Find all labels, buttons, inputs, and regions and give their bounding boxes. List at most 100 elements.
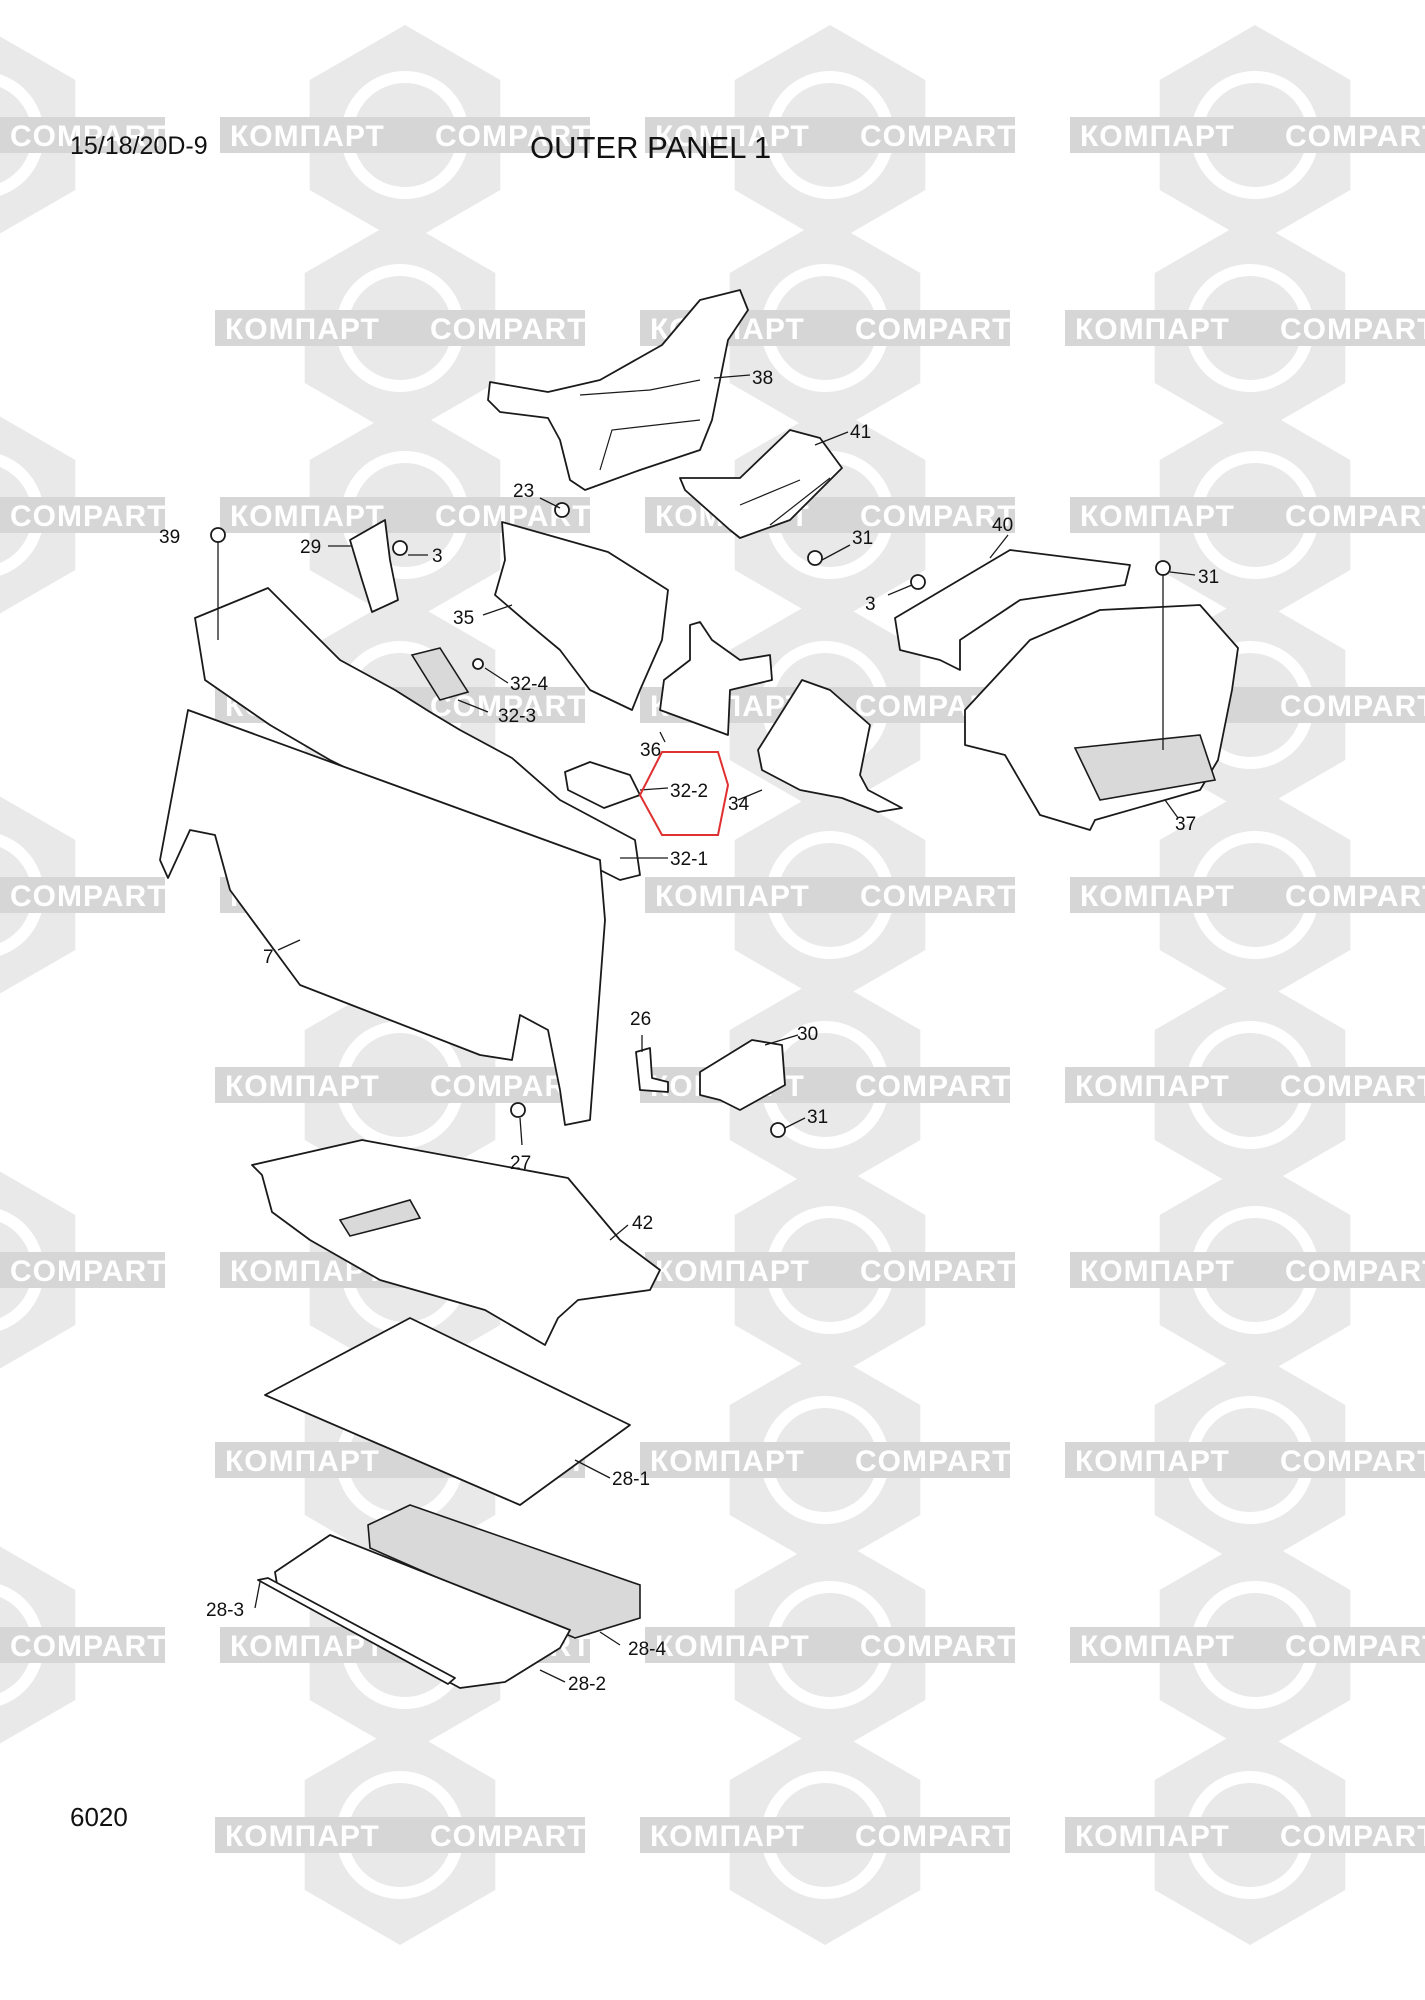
watermark-text-cyrillic-26: КОМПАРТ [225, 1445, 380, 1478]
callout-labels: 38 41 23 39 29 3 31 40 3 31 35 32-4 32-3… [159, 368, 1219, 1695]
watermark-text-cyrillic-27: КОМПАРТ [650, 1445, 805, 1478]
leader-40 [989, 534, 1009, 559]
watermark-band-5 [215, 310, 585, 346]
watermark-band-2 [220, 117, 590, 153]
watermark-text-latin-21: COMPART [1280, 1070, 1425, 1103]
callout-32-3: 32-3 [498, 706, 536, 727]
watermark-text-latin-27: COMPART [855, 1445, 1011, 1478]
watermark-text-cyrillic-18: КОМПАРТ [1080, 880, 1235, 913]
watermark-text-latin-17: COMPART [860, 880, 1016, 913]
watermark-text-latin-10: COMPART [860, 500, 1016, 533]
watermark-band-7 [1065, 310, 1425, 346]
callout-32-1: 32-1 [670, 849, 708, 870]
watermark-band-25 [1070, 1252, 1425, 1288]
watermark-text-cyrillic-24: КОМПАРТ [655, 1255, 810, 1288]
leader-32-2 [639, 787, 669, 791]
part-41-detail [739, 477, 831, 526]
callout-31-bottom: 31 [807, 1107, 828, 1128]
watermark-text-latin-5: COMPART [430, 313, 586, 346]
leader-38 [713, 374, 751, 379]
watermark-band-35 [1065, 1817, 1425, 1853]
watermark-text-cyrillic-35: КОМПАРТ [1075, 1820, 1230, 1853]
bolt-27 [510, 1102, 526, 1118]
callout-38: 38 [752, 368, 773, 389]
watermark-band-4 [1070, 117, 1425, 153]
part-30-bracket [699, 1039, 786, 1111]
callout-39: 39 [159, 527, 180, 548]
callout-31-top: 31 [852, 528, 873, 549]
watermark-text-latin-1: COMPART [10, 120, 166, 153]
screw-32-4 [472, 658, 484, 670]
part-42-floor-mat [251, 1139, 661, 1346]
watermark-text-cyrillic-11: КОМПАРТ [1080, 500, 1235, 533]
watermark-text-latin-8: COMPART [10, 500, 166, 533]
part-28-1-pad [264, 1317, 631, 1506]
watermark-text-latin-29: COMPART [10, 1630, 166, 1663]
leader-3-right [1169, 571, 1196, 576]
leader-31-mid [887, 584, 913, 596]
watermark-text-cyrillic-3: КОМПАРТ [655, 120, 810, 153]
callout-34: 34 [728, 794, 750, 815]
callout-28-4: 28-4 [628, 1639, 666, 1660]
leader-42 [609, 1224, 629, 1241]
bolt-39 [210, 527, 226, 543]
watermark-text-cyrillic-7: КОМПАРТ [1075, 313, 1230, 346]
part-32-3-grille [410, 647, 470, 701]
part-28-3-strip [257, 1577, 456, 1685]
bolt-3-right [1155, 560, 1171, 576]
part-28-4-pad [367, 1504, 641, 1639]
callout-27: 27 [510, 1153, 531, 1174]
watermark-text-cyrillic-5: КОМПАРТ [225, 313, 380, 346]
callout-29: 29 [300, 537, 321, 558]
leader-28-1 [574, 1459, 611, 1479]
watermark-text-latin-4: COMPART [1285, 120, 1425, 153]
part-29-bracket [349, 519, 399, 613]
watermark-text-cyrillic-9: КОМПАРТ [230, 500, 385, 533]
watermark-text-latin-15: COMPART [10, 880, 166, 913]
watermark-text-latin-24: COMPART [860, 1255, 1016, 1288]
callout-7: 7 [263, 947, 274, 968]
leader-7 [277, 939, 301, 951]
watermark-text-latin-28: COMPART [1280, 1445, 1425, 1478]
watermark-band-17 [645, 877, 1015, 913]
callout-32-2: 32-2 [670, 781, 708, 802]
leader-27 [519, 1117, 523, 1146]
callout-42: 42 [632, 1213, 653, 1234]
callout-35: 35 [453, 608, 474, 629]
bolt-3-left [392, 540, 408, 556]
bolt-31-bottom [770, 1122, 786, 1138]
watermark-band-19 [215, 1067, 585, 1103]
part-38-fold [579, 379, 701, 471]
watermark-text-latin-7: COMPART [1280, 313, 1425, 346]
watermark-band-29 [0, 1627, 165, 1663]
callout-40: 40 [992, 515, 1013, 536]
part-41-bracket [679, 429, 843, 539]
watermark-text-cyrillic-17: КОМПАРТ [655, 880, 810, 913]
watermark-band-11 [1070, 497, 1425, 533]
watermark-band-3 [645, 117, 1015, 153]
watermark-text-cyrillic-34: КОМПАРТ [650, 1820, 805, 1853]
part-38-cowl [487, 289, 749, 491]
callout-37: 37 [1175, 814, 1196, 835]
callout-23: 23 [513, 481, 534, 502]
watermark-text-latin-34: COMPART [855, 1820, 1011, 1853]
watermark-text-cyrillic-21: КОМПАРТ [1075, 1070, 1230, 1103]
part-32-2-cover [564, 761, 641, 809]
leader-lines [217, 374, 1196, 1683]
model-number: 15/18/20D-9 [70, 132, 208, 160]
watermark-band-18 [1070, 877, 1425, 913]
leader-30 [764, 1034, 799, 1046]
watermark-text-cyrillic-33: КОМПАРТ [225, 1820, 380, 1853]
watermark-text-latin-31: COMPART [860, 1630, 1016, 1663]
watermark-band-8 [0, 497, 165, 533]
part-42-inset [338, 1199, 422, 1237]
leader-28-3 [254, 1581, 261, 1609]
watermark-band-28 [1065, 1442, 1425, 1478]
watermark-band-15 [0, 877, 165, 913]
watermark-band-22 [0, 1252, 165, 1288]
part-26-bracket [635, 1047, 669, 1093]
watermark-text-cyrillic-19: КОМПАРТ [225, 1070, 380, 1103]
bolt-23 [554, 502, 570, 518]
page-number: 6020 [70, 1802, 128, 1832]
